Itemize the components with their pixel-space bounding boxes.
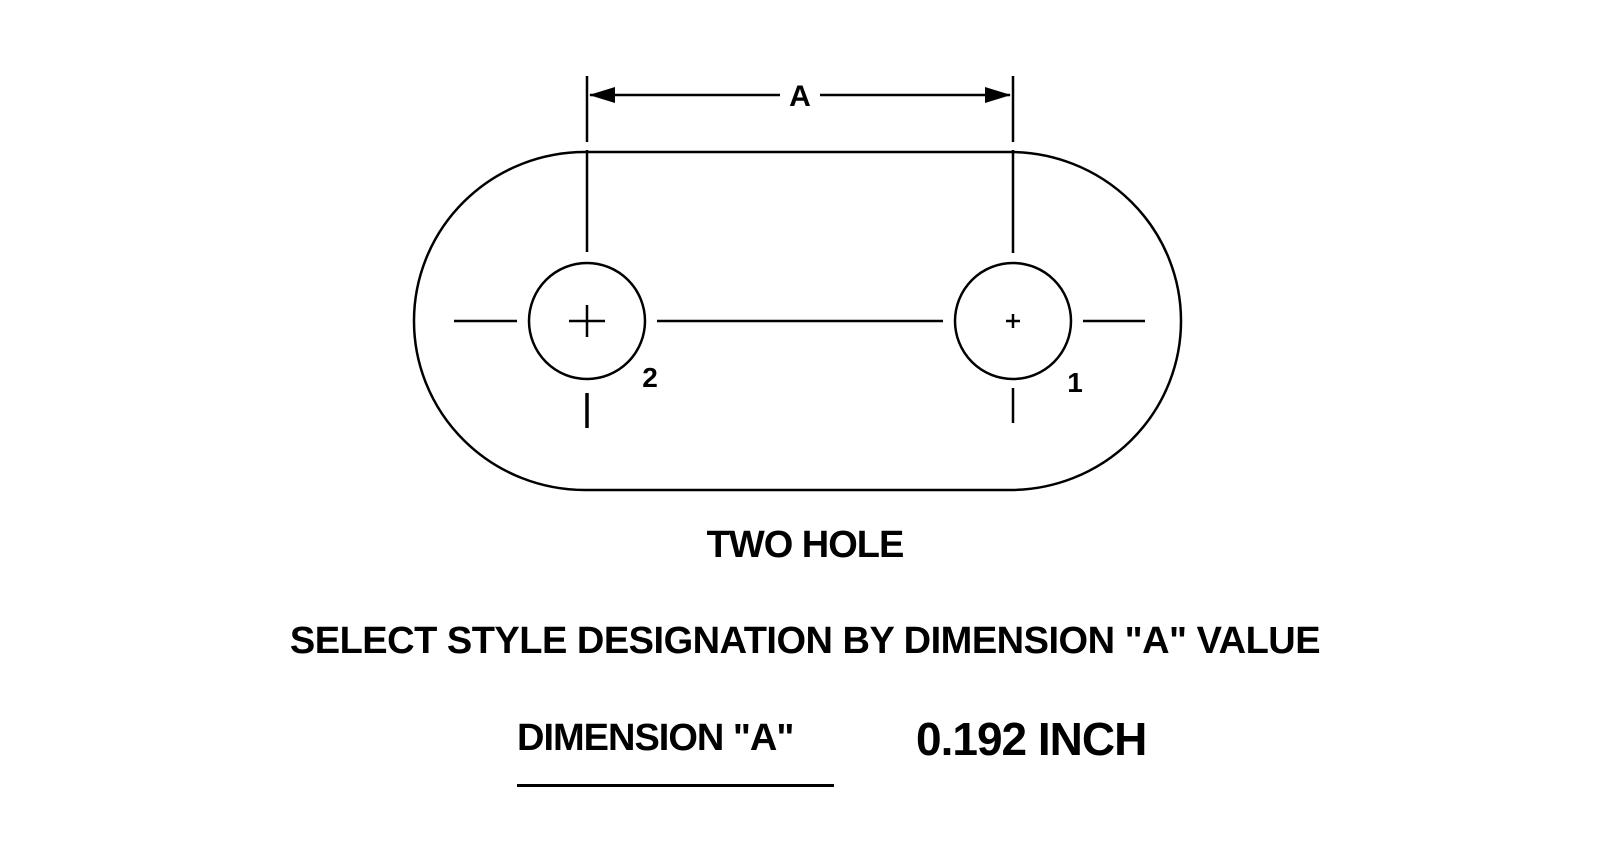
arrowhead-left-icon [589, 87, 615, 103]
hole-1-label: 1 [1067, 367, 1083, 398]
arrowhead-right-icon [985, 87, 1011, 103]
drawing-title: TWO HOLE [706, 524, 905, 566]
dimension-a-label: A [789, 80, 811, 113]
instruction-text: SELECT STYLE DESIGNATION BY DIMENSION "A… [289, 620, 1321, 662]
dimension-name-underline [517, 784, 834, 787]
hole-2-circle [527, 261, 647, 381]
dimension-value: 0.192 INCH [916, 713, 1147, 765]
hole-1-circle [953, 261, 1073, 381]
plate-outline [412, 150, 1183, 492]
hole-2-label: 2 [642, 362, 658, 393]
dimension-name: DIMENSION "A" [517, 717, 794, 759]
